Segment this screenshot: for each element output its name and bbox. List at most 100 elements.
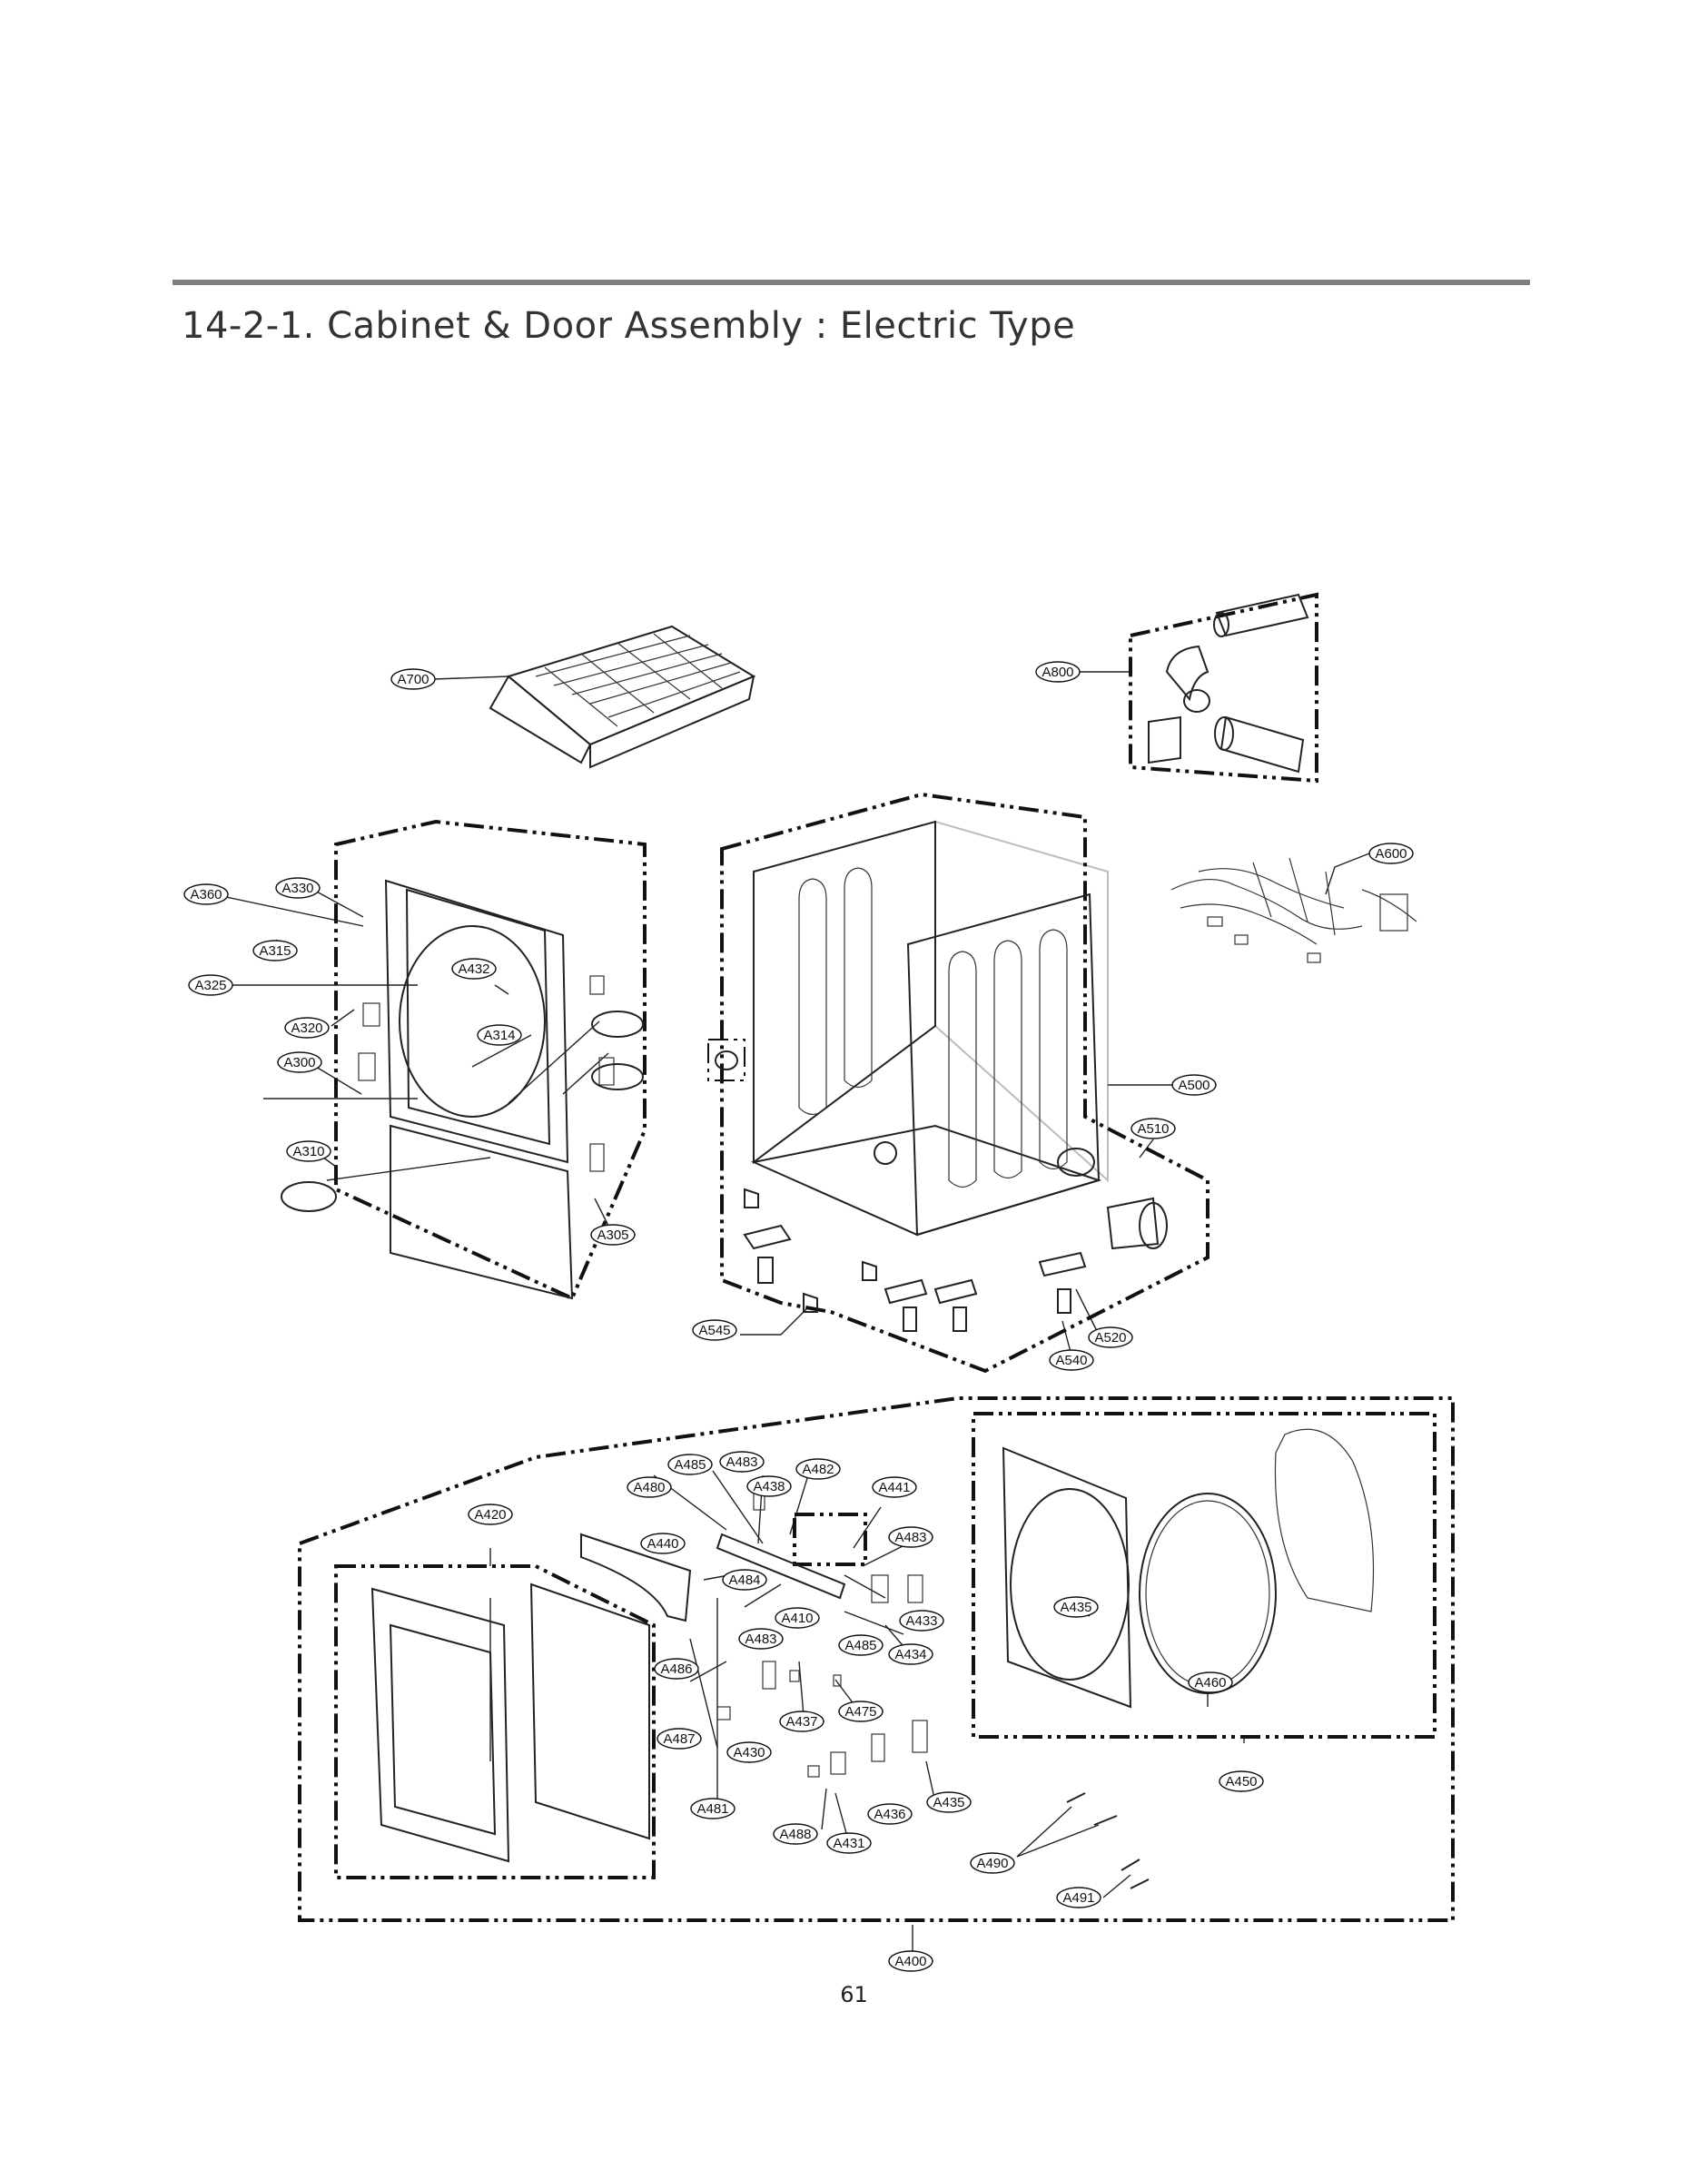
callout-a330: A330 [275, 877, 321, 899]
page-number: 61 [840, 1982, 868, 2007]
callout-a435: A435 [1053, 1596, 1099, 1618]
callout-a325: A325 [188, 974, 233, 996]
svg-text:A485: A485 [844, 1638, 876, 1653]
svg-text:A483: A483 [745, 1632, 776, 1647]
svg-text:A510: A510 [1137, 1121, 1169, 1137]
callout-a434: A434 [888, 1643, 933, 1665]
callout-a320: A320 [284, 1017, 330, 1039]
callout-a481: A481 [690, 1798, 736, 1819]
svg-text:A487: A487 [663, 1731, 695, 1747]
callout-a486: A486 [654, 1658, 699, 1680]
callout-a420: A420 [468, 1504, 513, 1525]
svg-text:A435: A435 [933, 1795, 964, 1810]
callout-a488: A488 [773, 1823, 818, 1845]
callout-a484: A484 [722, 1569, 767, 1591]
svg-text:A310: A310 [292, 1144, 324, 1159]
callout-a315: A315 [252, 940, 298, 961]
callout-a433: A433 [899, 1610, 944, 1632]
svg-text:A475: A475 [844, 1704, 876, 1720]
callout-a700: A700 [390, 668, 436, 690]
svg-text:A491: A491 [1062, 1890, 1094, 1906]
callout-a491: A491 [1056, 1887, 1101, 1908]
callout-a483-c: A483 [738, 1628, 784, 1650]
callout-a436: A436 [867, 1803, 913, 1825]
callout-a480: A480 [627, 1476, 672, 1498]
header-rule [173, 280, 1530, 285]
callout-a437: A437 [779, 1711, 824, 1732]
callout-a483-b: A483 [888, 1526, 933, 1548]
callout-a482: A482 [795, 1458, 841, 1480]
svg-text:A305: A305 [597, 1228, 628, 1243]
callout-a600: A600 [1368, 843, 1414, 864]
svg-text:A480: A480 [633, 1480, 665, 1495]
callout-a485-b: A485 [838, 1634, 884, 1656]
svg-text:A430: A430 [733, 1745, 765, 1760]
svg-text:A483: A483 [894, 1530, 926, 1545]
callout-a438: A438 [746, 1475, 792, 1497]
svg-text:A437: A437 [785, 1714, 817, 1730]
svg-text:A314: A314 [483, 1028, 515, 1043]
svg-text:A700: A700 [397, 672, 429, 687]
callout-a314: A314 [477, 1024, 522, 1046]
callout-a450: A450 [1219, 1770, 1264, 1792]
svg-text:A440: A440 [647, 1536, 678, 1552]
svg-text:A520: A520 [1094, 1330, 1126, 1346]
svg-text:A441: A441 [878, 1480, 910, 1495]
callout-a487: A487 [657, 1728, 702, 1750]
callout-a305: A305 [590, 1224, 636, 1246]
svg-text:A545: A545 [698, 1323, 730, 1338]
callout-a435-b: A435 [926, 1791, 972, 1813]
svg-text:A481: A481 [696, 1801, 728, 1817]
svg-text:A438: A438 [753, 1479, 785, 1494]
svg-text:A300: A300 [283, 1055, 315, 1070]
svg-text:A450: A450 [1225, 1774, 1257, 1790]
callout-a410: A410 [775, 1607, 820, 1629]
callout-a800: A800 [1035, 661, 1081, 683]
page-title: 14-2-1. Cabinet & Door Assembly : Electr… [182, 305, 1076, 347]
svg-text:A400: A400 [894, 1954, 926, 1969]
callout-a490: A490 [970, 1852, 1015, 1874]
svg-text:A434: A434 [894, 1647, 926, 1662]
callout-a431: A431 [826, 1832, 872, 1854]
callout-a300: A300 [277, 1051, 322, 1073]
svg-text:A330: A330 [281, 881, 313, 896]
callout-a460: A460 [1188, 1671, 1233, 1693]
callout-labels: A700 A800 A600 A360 A330 A315 A325 A432 … [183, 661, 1414, 1972]
callout-a520: A520 [1088, 1326, 1133, 1348]
callout-a441: A441 [872, 1476, 917, 1498]
svg-text:A500: A500 [1178, 1078, 1209, 1093]
svg-text:A436: A436 [874, 1807, 905, 1822]
svg-text:A410: A410 [781, 1611, 813, 1626]
leader-lines [212, 671, 1370, 1961]
svg-text:A420: A420 [474, 1507, 506, 1523]
assembly-boundaries [298, 592, 1455, 1922]
svg-text:A485: A485 [674, 1457, 706, 1473]
svg-text:A432: A432 [458, 961, 489, 977]
svg-text:A483: A483 [726, 1454, 757, 1470]
svg-text:A320: A320 [291, 1020, 322, 1036]
svg-text:A484: A484 [728, 1573, 760, 1588]
svg-text:A488: A488 [779, 1827, 811, 1842]
callout-a500: A500 [1171, 1074, 1217, 1096]
callout-a430: A430 [726, 1741, 772, 1763]
callout-a360: A360 [183, 883, 229, 905]
svg-text:A800: A800 [1042, 665, 1073, 680]
callout-a485: A485 [667, 1454, 713, 1475]
svg-text:A600: A600 [1375, 846, 1407, 862]
svg-text:A360: A360 [190, 887, 222, 902]
callout-a483: A483 [719, 1451, 765, 1473]
callout-a310: A310 [286, 1140, 331, 1162]
svg-text:A433: A433 [905, 1613, 937, 1629]
callout-a440: A440 [640, 1533, 686, 1554]
svg-text:A435: A435 [1060, 1600, 1091, 1615]
svg-text:A460: A460 [1194, 1675, 1226, 1691]
callout-a540: A540 [1049, 1349, 1094, 1371]
parts [281, 593, 1417, 1889]
svg-text:A482: A482 [802, 1462, 834, 1477]
svg-text:A431: A431 [833, 1836, 864, 1851]
svg-text:A325: A325 [194, 978, 226, 993]
callout-a510: A510 [1130, 1118, 1176, 1139]
svg-text:A540: A540 [1055, 1353, 1087, 1368]
svg-text:A315: A315 [259, 943, 291, 959]
